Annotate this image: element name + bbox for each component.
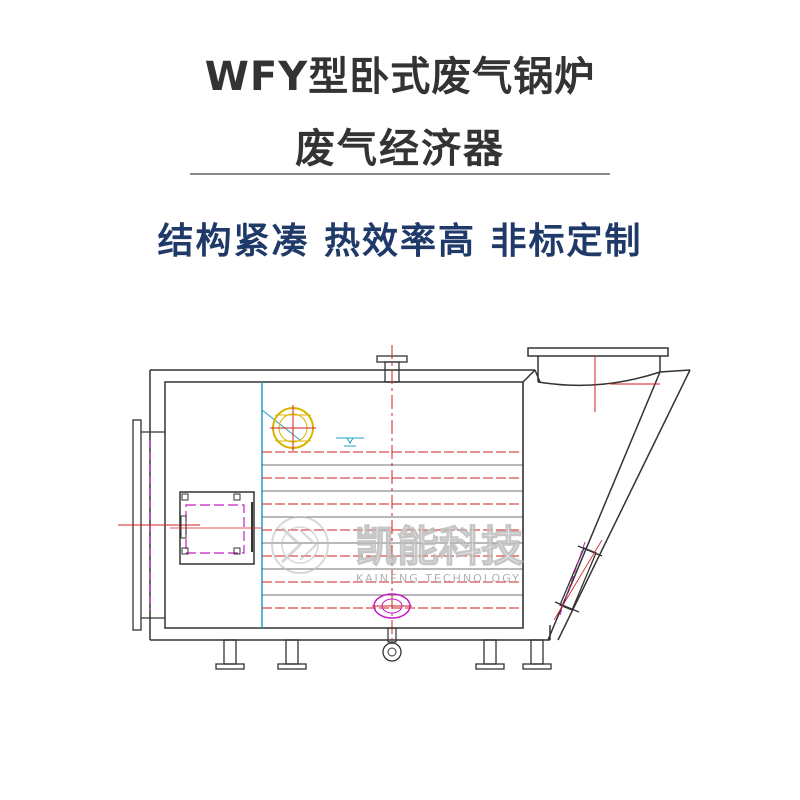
watermark-company-en: KAINENG TECHNOLOGY [356,572,521,585]
outlet-hood [527,347,691,641]
support-leg [530,639,544,665]
side-access-flange [553,539,603,621]
inlet-flange [118,419,200,631]
support-leg [223,639,237,665]
company-watermark: 凯能科技 KAINENG TECHNOLOGY [271,516,524,585]
support-legs [215,639,552,670]
support-leg [285,639,299,665]
product-subtitle: 废气经济器 [295,126,505,172]
diagonal-leader [261,409,301,441]
boiler-drawing: 凯能科技 KAINENG TECHNOLOGY [118,345,691,670]
title-divider [190,173,610,175]
water-level-mark [336,437,364,447]
support-foot [215,663,245,670]
drain-nozzle [372,593,412,662]
manhole-door [170,491,262,565]
product-tagline: 结构紧凑 热效率高 非标定制 [157,221,643,262]
watermark-company-cn: 凯能科技 [355,522,523,571]
support-leg [483,639,497,665]
boiler-shell [164,369,536,629]
support-foot [475,663,505,670]
product-title: WFY型卧式废气锅炉 [204,54,596,100]
support-foot [522,663,552,670]
vent-nozzle [376,345,408,640]
top-nozzle [270,405,316,451]
support-foot [277,663,307,670]
company-logo-icon [271,516,329,574]
